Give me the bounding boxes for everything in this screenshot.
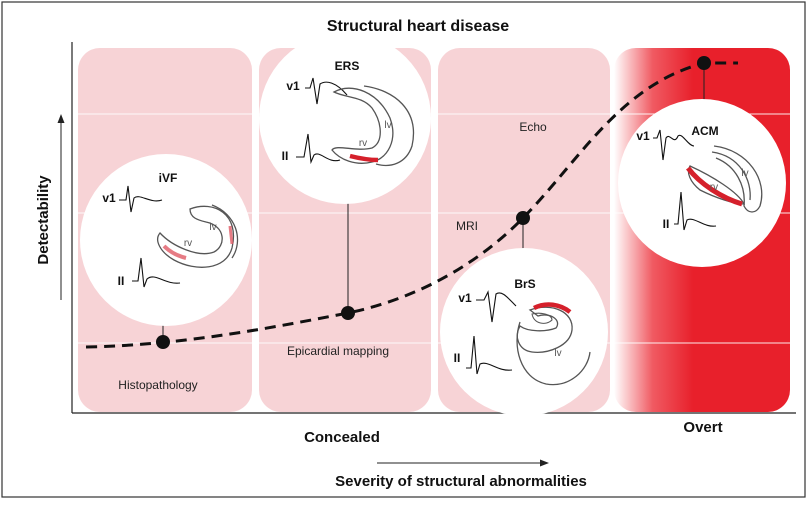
- scar-ivf: [162, 244, 187, 260]
- lv-label-brs: lv: [554, 348, 561, 359]
- ecg-v1-acm: [653, 129, 695, 161]
- method-echo: Echo: [519, 120, 547, 134]
- lv-label-ivf: lv: [209, 222, 216, 233]
- dot-acm: [697, 56, 711, 70]
- rv-label-ivf: rv: [184, 238, 192, 249]
- ecg-v1-brs: [476, 290, 517, 323]
- lead-ii-ers: II: [282, 149, 289, 163]
- heart-circle-ivf: iVF v1 II rv lv: [80, 154, 252, 326]
- x-arrow-head: [540, 459, 549, 467]
- ecg-ii-ers: [296, 133, 341, 165]
- condition-label-ers: ERS: [335, 59, 360, 73]
- dot-ers: [341, 306, 355, 320]
- lead-v1-acm: v1: [636, 129, 650, 143]
- heart-outline-brs: [516, 306, 573, 353]
- method-histopathology: Histopathology: [118, 378, 197, 392]
- rv-label-ers: rv: [359, 138, 367, 149]
- scar-brs: [532, 302, 572, 314]
- detectability-curve: [85, 61, 738, 349]
- diagram-title: Structural heart disease: [327, 18, 509, 35]
- concealed-label: Concealed: [304, 429, 380, 446]
- y-axis-label: Detectability: [35, 175, 52, 265]
- ecg-ii-acm: [674, 191, 717, 231]
- condition-label-acm: ACM: [691, 124, 718, 138]
- lead-ii-ivf: II: [118, 274, 125, 288]
- heart-outline-ers: [331, 87, 394, 164]
- lead-v1-brs: v1: [458, 291, 472, 305]
- ecg-ii-ivf: [132, 257, 181, 288]
- dot-brs: [516, 211, 530, 225]
- lead-ii-brs: II: [454, 351, 461, 365]
- condition-label-ivf: iVF: [159, 171, 178, 185]
- lead-v1-ers: v1: [286, 79, 300, 93]
- lead-ii-acm: II: [663, 217, 670, 231]
- lv-label-acm: lv: [741, 168, 748, 179]
- x-axis-label: Severity of structural abnormalities: [335, 473, 587, 490]
- y-arrow-head: [57, 114, 65, 123]
- ecg-ii-brs: [466, 335, 513, 375]
- rv-label-acm: rv: [710, 182, 718, 193]
- method-epicardial-mapping: Epicardial mapping: [287, 344, 389, 358]
- lead-v1-ivf: v1: [102, 191, 116, 205]
- heart-circle-brs: BrS v1 II lv: [440, 248, 608, 416]
- dot-ivf: [156, 335, 170, 349]
- scar-ers: [349, 153, 379, 163]
- heart-circle-acm: ACM v1 II rv lv: [618, 99, 786, 267]
- lv-label-ers: lv: [384, 120, 391, 131]
- overt-label: Overt: [683, 419, 722, 436]
- ecg-v1-ivf: [119, 185, 163, 213]
- heart-circle-ers: ERS v1 II rv lv: [259, 32, 431, 204]
- method-mri: MRI: [456, 219, 478, 233]
- scar-acm: [686, 166, 743, 207]
- condition-label-brs: BrS: [514, 277, 535, 291]
